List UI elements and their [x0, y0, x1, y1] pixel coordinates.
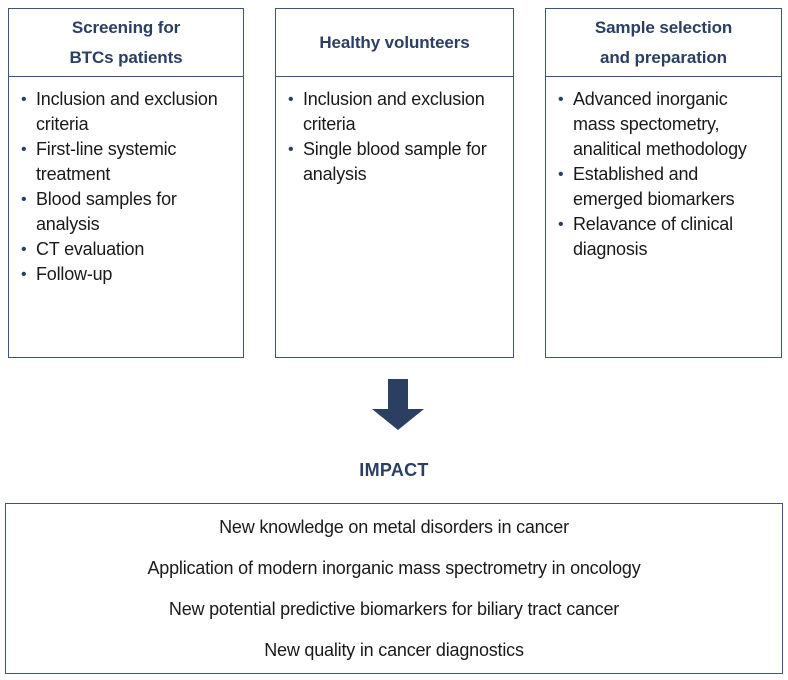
impact-label: IMPACT: [359, 460, 429, 480]
bullet-list-screening: Inclusion and exclusion criteria First-l…: [21, 87, 233, 287]
impact-outcomes-box: New knowledge on metal disorders in canc…: [5, 503, 783, 674]
list-item: CT evaluation: [21, 237, 233, 262]
list-item: Inclusion and exclusion criteria: [21, 87, 233, 137]
flow-box-screening: Screening for BTCs patients Inclusion an…: [8, 8, 244, 358]
impact-line: Application of modern inorganic mass spe…: [147, 557, 641, 578]
flow-box-title-screening: Screening for BTCs patients: [69, 17, 183, 67]
bullet-list-sample-selection: Advanced inorganic mass spectometry, ana…: [558, 87, 771, 262]
list-item: Advanced inorganic mass spectometry, ana…: [558, 87, 771, 162]
impact-line: New potential predictive biomarkers for …: [168, 598, 620, 619]
flow-box-body-screening: Inclusion and exclusion criteria First-l…: [9, 77, 243, 287]
bullet-list-healthy-volunteers: Inclusion and exclusion criteria Single …: [288, 87, 503, 187]
list-item: Follow-up: [21, 262, 233, 287]
list-item: Inclusion and exclusion criteria: [288, 87, 503, 137]
list-item: Established and emerged biomarkers: [558, 162, 771, 212]
flow-box-header-screening: Screening for BTCs patients: [9, 9, 243, 77]
impact-line: New quality in cancer diagnostics: [264, 639, 524, 660]
flow-box-header-sample-selection: Sample selection and preparation: [546, 9, 781, 77]
flow-box-body-sample-selection: Advanced inorganic mass spectometry, ana…: [546, 77, 781, 262]
list-item: Relavance of clinical diagnosis: [558, 212, 771, 262]
arrow-down-icon: [372, 379, 424, 430]
flow-box-title-sample-selection: Sample selection and preparation: [594, 17, 733, 67]
flow-box-sample-selection: Sample selection and preparation Advance…: [545, 8, 782, 358]
list-item: Single blood sample for analysis: [288, 137, 503, 187]
flow-box-healthy-volunteers: Healthy volunteers Inclusion and exclusi…: [275, 8, 514, 358]
list-item: First-line systemic treatment: [21, 137, 233, 187]
impact-line: New knowledge on metal disorders in canc…: [219, 516, 569, 537]
flow-box-header-healthy-volunteers: Healthy volunteers: [276, 9, 513, 77]
flow-box-title-healthy-volunteers: Healthy volunteers: [319, 32, 470, 52]
list-item: Blood samples for analysis: [21, 187, 233, 237]
flow-box-body-healthy-volunteers: Inclusion and exclusion criteria Single …: [276, 77, 513, 187]
